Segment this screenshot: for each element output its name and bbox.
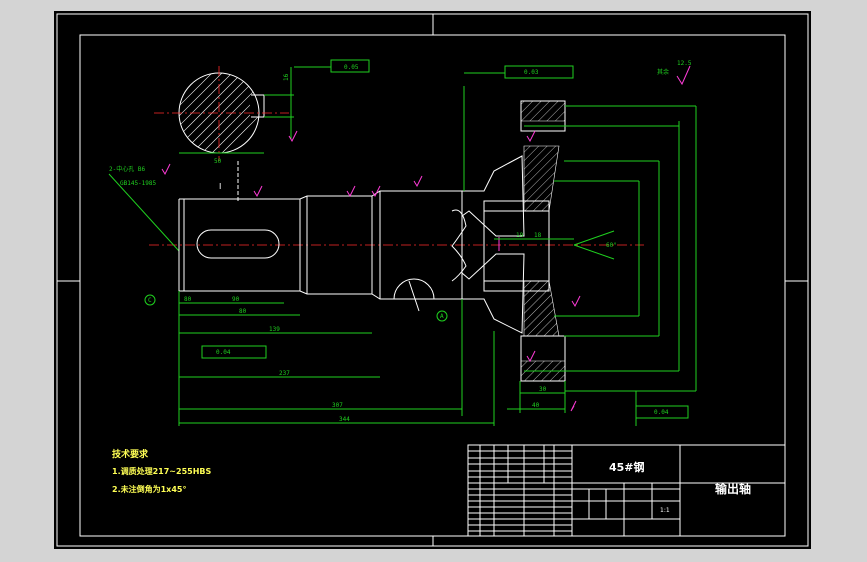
datum-c: C <box>148 297 152 304</box>
dim-key-width: 16 <box>283 73 290 81</box>
length-dimensions: 80 90 80 139 0.04 237 307 344 30 40 <box>178 291 566 426</box>
shaft-body <box>178 161 463 312</box>
dim-344: 344 <box>339 416 350 423</box>
dim-angle: 60° <box>606 242 617 249</box>
datum-c-marker <box>144 294 156 306</box>
material-label: 45#钢 <box>609 460 645 474</box>
center-hole-note-1: 2-中心孔 B6 <box>109 165 145 173</box>
undercut-arc <box>393 278 435 300</box>
part-name: 输出轴 <box>715 481 751 496</box>
title-block: 45#钢 输出轴 1:1 <box>467 444 786 537</box>
dim-307: 307 <box>332 402 343 409</box>
tol-flatness-right: 0.04 <box>654 409 669 416</box>
dim-40: 40 <box>532 402 540 409</box>
scale-value: 1:1 <box>660 507 670 514</box>
keyway-profile <box>196 229 280 259</box>
roughness-value: 12.5 <box>677 60 692 67</box>
gear-tooth-lower <box>461 253 525 334</box>
title-block-outline <box>467 444 786 537</box>
gear-tooth-upper <box>461 155 525 237</box>
datum-a: A <box>440 313 444 320</box>
tech-req-line1: 1.调质处理217~255HBS <box>112 466 211 476</box>
dim-139: 139 <box>269 326 280 333</box>
gear-profile-wavy <box>451 209 467 282</box>
tech-req-heading: 技术要求 <box>112 448 149 460</box>
dim-19: 19 <box>516 232 524 239</box>
dim-90: 90 <box>232 296 240 303</box>
roughness-symbols: 12.5 其余 <box>161 60 692 412</box>
dim-30: 30 <box>539 386 547 393</box>
keyway-slot <box>251 94 265 118</box>
dim-section: 50 <box>214 158 222 165</box>
drawing-canvas[interactable]: 50 16 0.05 I 2-中心孔 B6 GB145-1985 <box>54 11 811 549</box>
dim-18: 18 <box>534 232 542 239</box>
tol-circular: 0.03 <box>524 69 539 76</box>
dim-237: 237 <box>279 370 290 377</box>
tol-flatness-left: 0.04 <box>216 349 231 356</box>
tech-req-line2: 2.未注倒角为1x45° <box>112 484 186 494</box>
right-dimensions: 60° 19 18 0.04 0.03 <box>463 65 697 426</box>
tol-section: 0.05 <box>344 64 359 71</box>
dim-80a: 80 <box>184 296 192 303</box>
dim-80b: 80 <box>239 308 247 315</box>
cad-drawing: 50 16 0.05 I 2-中心孔 B6 GB145-1985 <box>56 13 809 547</box>
datum-a-marker <box>436 310 448 322</box>
bore-outline <box>483 200 550 292</box>
center-hole-note-2: GB145-1985 <box>120 180 157 187</box>
section-label: I <box>219 182 221 191</box>
gear-head <box>451 100 566 382</box>
roughness-other: 其余 <box>657 68 669 76</box>
